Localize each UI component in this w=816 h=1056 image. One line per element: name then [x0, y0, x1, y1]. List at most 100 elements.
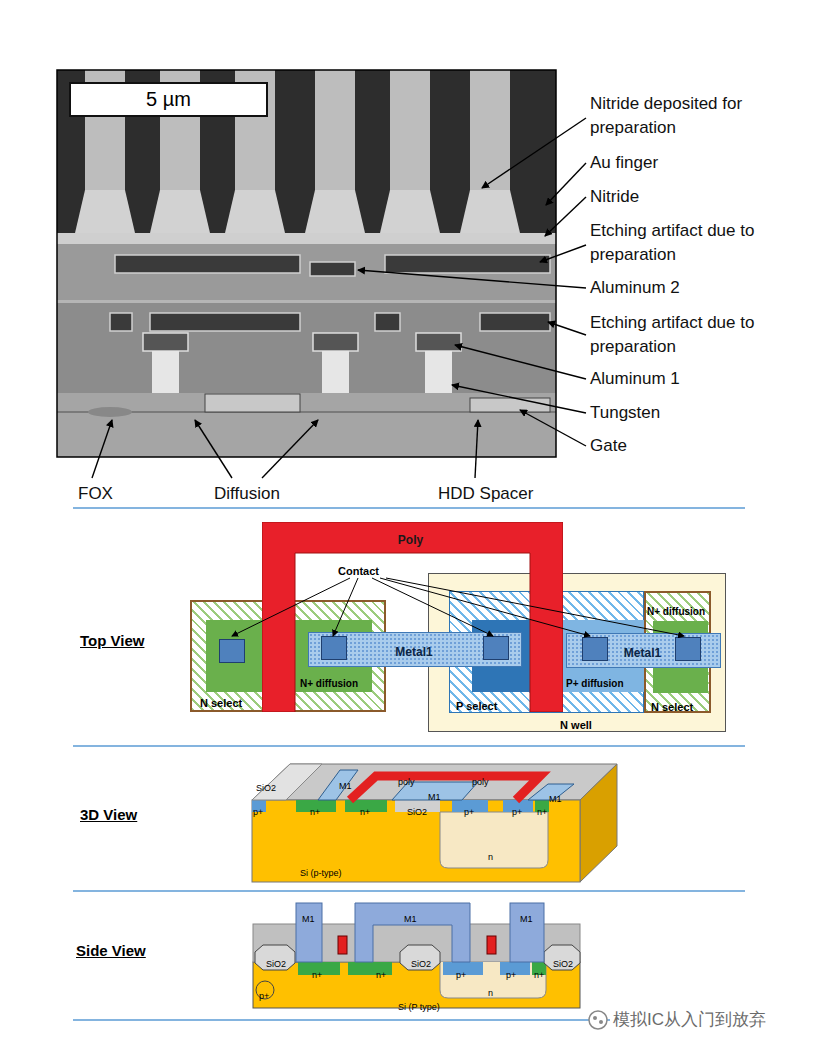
label-holder: SiO2 — [256, 777, 276, 795]
callout-label: Au finger — [590, 151, 658, 175]
label-holder: Gate — [590, 434, 627, 458]
scale-bar: 5 µm — [69, 82, 268, 117]
label-holder: p+ — [512, 801, 522, 819]
region-label: N select — [200, 696, 242, 710]
layer-label: SiO2 — [411, 959, 431, 969]
label-holder: n+ — [534, 964, 544, 982]
layer-label: N+ diffusion — [647, 606, 705, 618]
callout-label: Aluminum 1 — [590, 367, 680, 391]
region-label: Poly — [398, 533, 423, 548]
label-holder: p+ — [506, 964, 516, 982]
label-holder: Nitride deposited for preparation — [590, 92, 762, 140]
sem-leaders — [92, 118, 586, 478]
layer-label: n+ — [376, 970, 386, 980]
region-label: N select — [651, 700, 693, 714]
label-holder: M1 — [404, 908, 417, 926]
callout-label: HDD Spacer — [438, 482, 533, 506]
label-holder: FOX — [78, 482, 113, 506]
label-holder: p+ — [259, 985, 269, 1003]
view-title: Top View — [80, 632, 144, 650]
layer-label: p+ — [259, 991, 269, 1001]
3d-view — [252, 764, 617, 882]
label-holder: n+ — [376, 964, 386, 982]
layer-label: M1 — [404, 914, 417, 924]
contact — [675, 637, 701, 661]
callout-label: Etching artifact due to preparation — [590, 311, 762, 359]
layer-label: p+ — [506, 970, 516, 980]
watermark-icon — [589, 1011, 607, 1029]
layer-label: N+ diffusion — [300, 678, 358, 690]
callout-label: Nitride — [590, 185, 639, 209]
label-holder: p+ — [464, 801, 474, 819]
layer-label: n+ — [310, 807, 320, 817]
region-label: Metal1 — [395, 645, 432, 660]
layer-label: Si (P type) — [398, 1002, 440, 1012]
layer-label: n+ — [534, 970, 544, 980]
label-holder: Si (P type) — [398, 996, 440, 1014]
callout-label: Diffusion — [214, 482, 280, 506]
layer-label: p+ — [464, 807, 474, 817]
label-holder: N+ diffusion — [300, 673, 358, 691]
label-holder: M1 — [520, 908, 533, 926]
label-holder: M1 — [428, 786, 441, 804]
label-holder: poly — [472, 771, 489, 789]
layer-label: SiO2 — [407, 807, 427, 817]
layer-label: M1 — [549, 794, 562, 804]
label-holder: 3D View — [80, 806, 137, 824]
view-title: Side View — [76, 942, 146, 960]
layer-label: n — [488, 988, 493, 998]
region-label: Metal1 — [624, 646, 661, 661]
layer-label: Contact — [338, 565, 379, 578]
sem-image — [57, 70, 556, 457]
layer-label: M1 — [428, 792, 441, 802]
region-label: P select — [456, 699, 497, 713]
layer-label: SiO2 — [256, 783, 276, 793]
layer-label: poly — [398, 777, 415, 787]
layer-label: M1 — [302, 914, 315, 924]
contact — [219, 639, 245, 663]
layer-label: n+ — [537, 807, 547, 817]
label-holder: Diffusion — [214, 482, 280, 506]
label-holder: Nitride — [590, 185, 639, 209]
callout-label: Etching artifact due to preparation — [590, 219, 762, 267]
layer-label: P+ diffusion — [566, 678, 624, 690]
label-holder: Aluminum 2 — [590, 276, 680, 300]
label-holder: M1 — [339, 775, 352, 793]
layer-label: p+ — [253, 807, 263, 817]
label-holder: poly — [398, 771, 415, 789]
label-holder: Etching artifact due to preparation — [590, 219, 762, 267]
layer-label: n — [488, 852, 493, 862]
layer-label: p+ — [512, 807, 522, 817]
label-holder: 模拟IC从入门到放弃 — [610, 1009, 769, 1031]
separator-lines — [73, 508, 745, 1020]
contact — [321, 636, 347, 660]
label-holder: Au finger — [590, 151, 658, 175]
label-holder: SiO2 — [553, 953, 573, 971]
callout-label: FOX — [78, 482, 113, 506]
label-holder: Tungsten — [590, 401, 660, 425]
side-view — [253, 903, 580, 1008]
label-holder: Etching artifact due to preparation — [590, 311, 762, 359]
label-holder: M1 — [302, 908, 315, 926]
layer-label: M1 — [339, 781, 352, 791]
metal1-wire: Metal1 — [566, 633, 721, 668]
label-holder: Side View — [76, 942, 146, 960]
label-holder: Aluminum 1 — [590, 367, 680, 391]
label-holder: SiO2 — [411, 953, 431, 971]
label-holder: Top View — [80, 632, 144, 650]
label-holder: SiO2 — [407, 801, 427, 819]
layer-label: SiO2 — [266, 959, 286, 969]
label-holder: SiO2 — [266, 953, 286, 971]
label-holder: n+ — [310, 801, 320, 819]
region-label: N well — [560, 718, 592, 732]
label-holder: n+ — [360, 801, 370, 819]
watermark: 模拟IC从入门到放弃 — [610, 1009, 769, 1031]
label-holder: n — [488, 846, 493, 864]
label-holder: p+ — [253, 801, 263, 819]
layer-label: M1 — [520, 914, 533, 924]
label-holder: n+ — [537, 801, 547, 819]
label-holder: N+ diffusion — [647, 601, 705, 619]
callout-label: Nitride deposited for preparation — [590, 92, 762, 140]
view-title: 3D View — [80, 806, 137, 824]
